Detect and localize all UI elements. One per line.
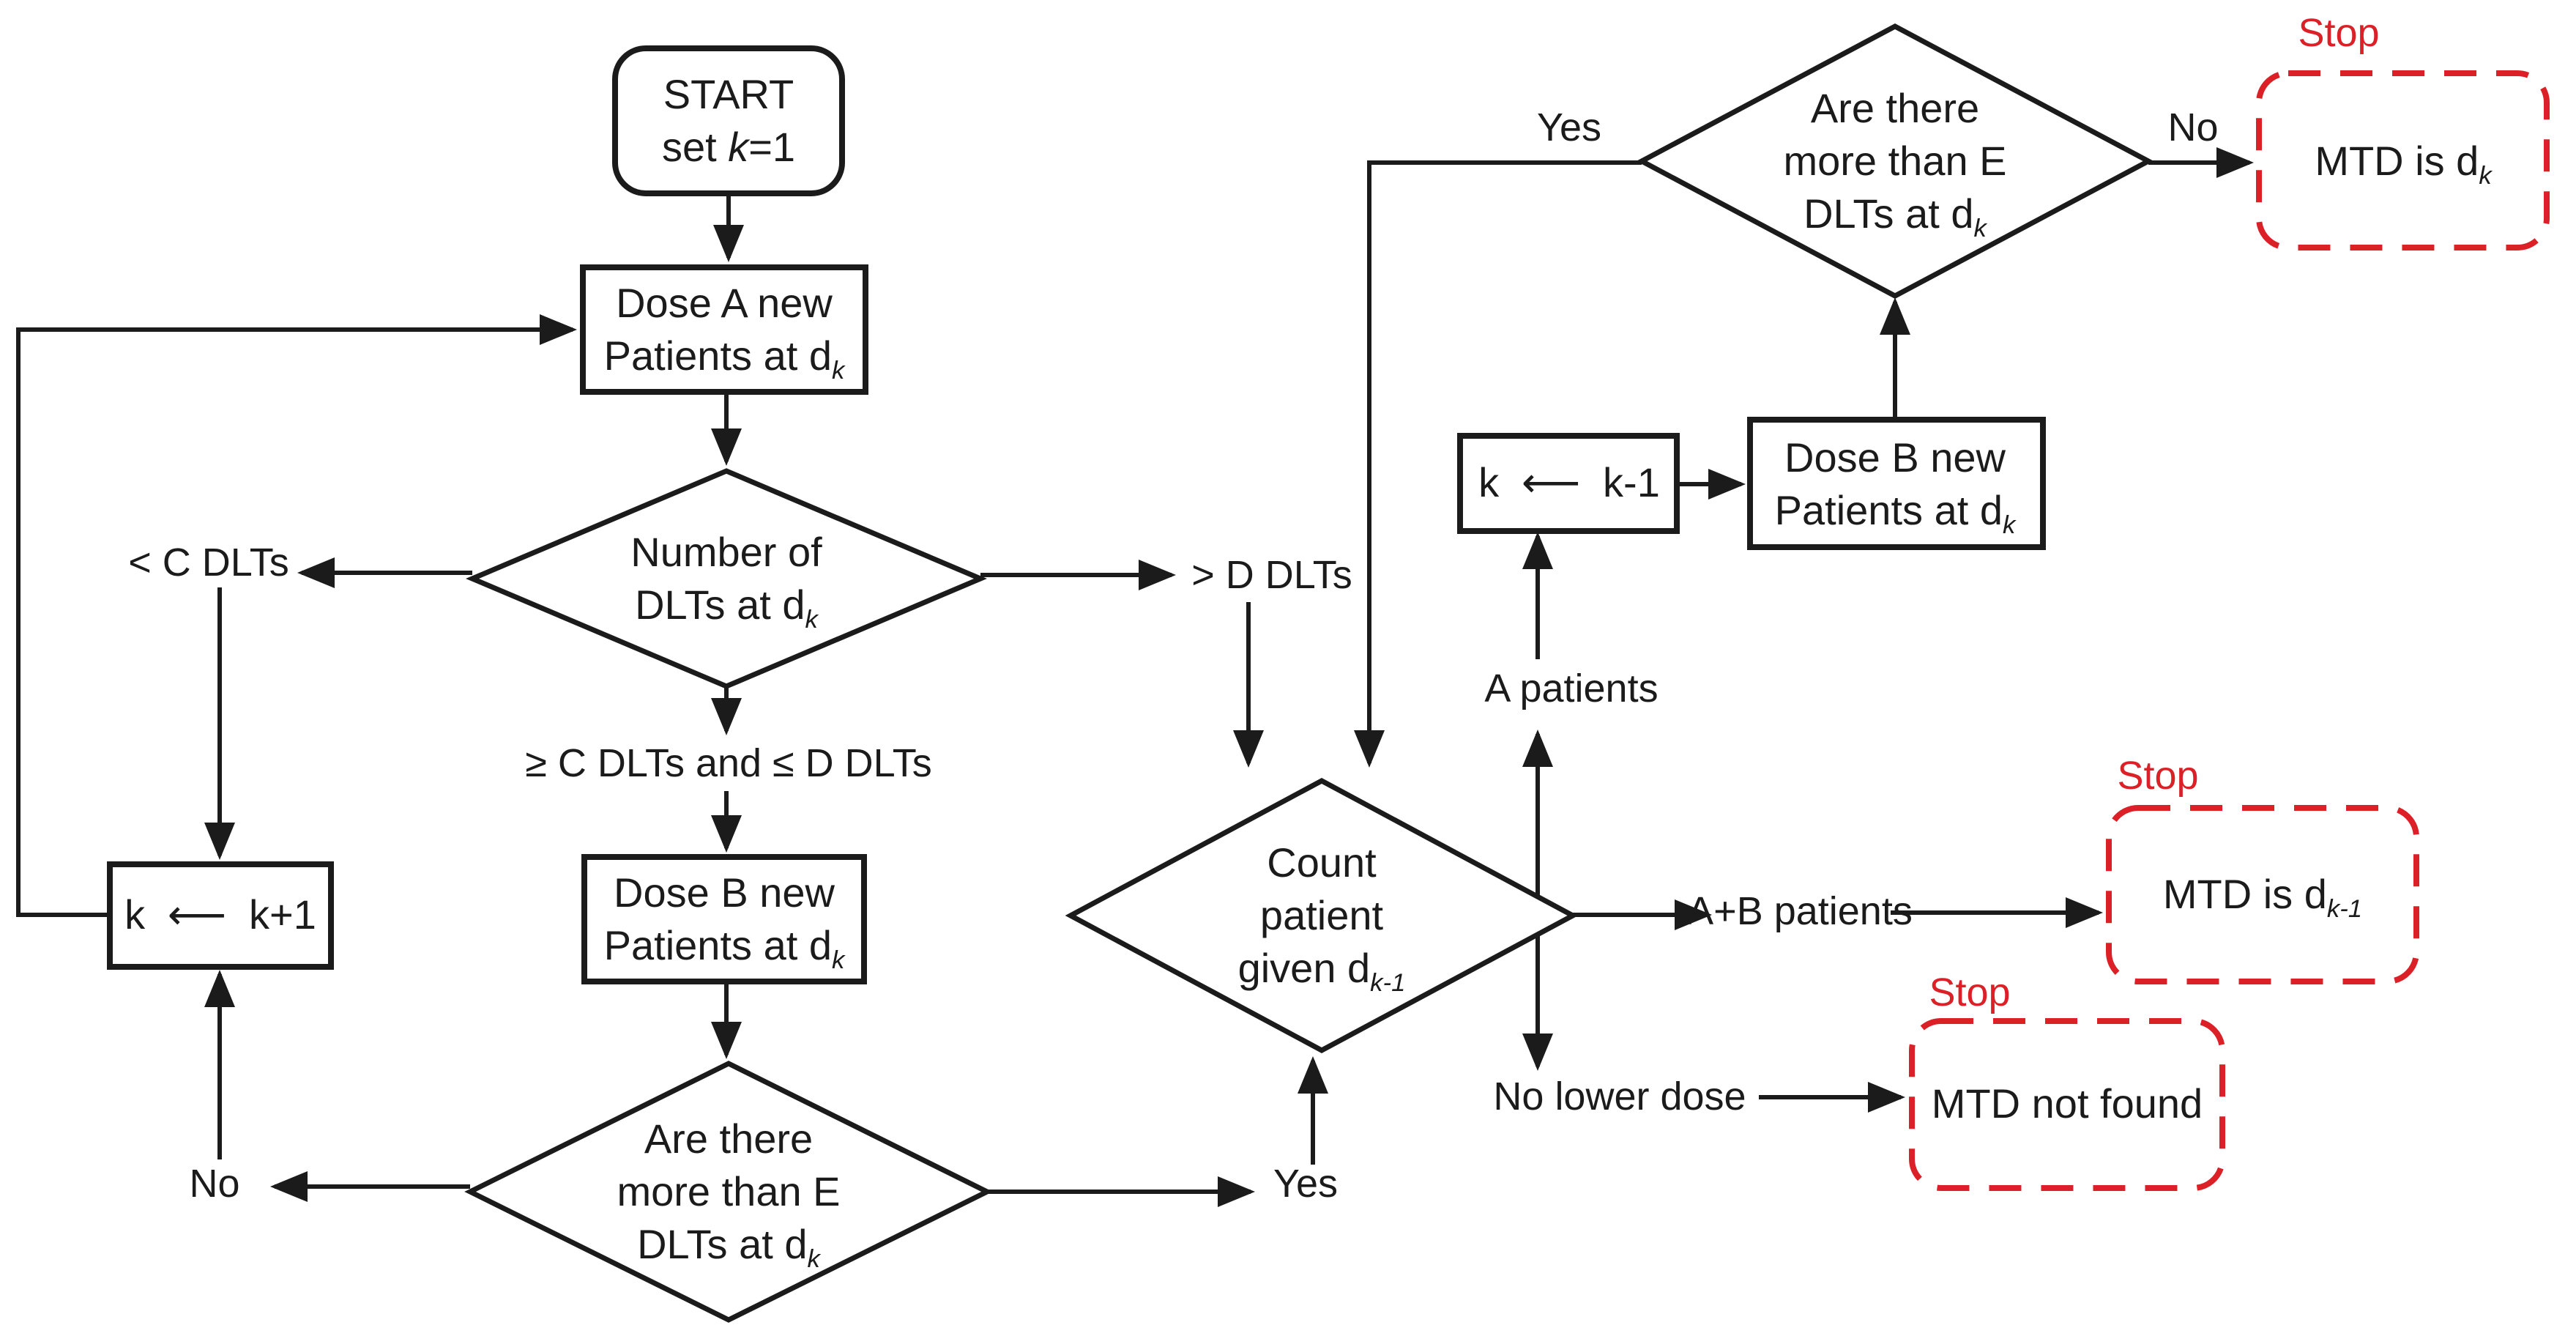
mtd-dk-label: MTD is dk [2315, 138, 2492, 190]
stop-label-middle: Stop [2117, 754, 2199, 798]
decision-e-top-shape [1636, 23, 2154, 299]
start-node-label: START set k=1 [661, 71, 796, 170]
decrement-k-node-shape [1457, 433, 1680, 534]
edge-label-ab-patients: A+B patients [1687, 889, 1913, 933]
dose-b-left-node-label: Dose B new Patients at dk [603, 869, 845, 975]
edge-decision-top-yes-to-count [1354, 160, 1642, 768]
decision-e-bottom-shape [464, 1061, 993, 1323]
mtd-not-found-stop-shape [1909, 1018, 2225, 1191]
decision-dlt-count-shape [466, 468, 987, 689]
decision-e-top-label: Are there more than E DLTs at dk [1783, 85, 2007, 243]
count-patients-shape [1065, 778, 1579, 1053]
dose-b-right-node-label: Dose B new Patients at dk [1774, 434, 2016, 540]
increment-k-node-label: k⟵k+1 [124, 891, 316, 938]
edge-label-lt-c-dlts: < C DLTs [128, 541, 289, 584]
edge-label-no-bottom: No [189, 1162, 240, 1206]
mtd-dk-stop-shape [2256, 70, 2550, 250]
edge-label-no-top: No [2167, 105, 2219, 149]
stop-label-bottom: Stop [1929, 971, 2011, 1014]
edge-increment-loop-to-dose-a [16, 314, 577, 917]
edge-label-no-lower-dose: No lower dose [1493, 1075, 1746, 1118]
mtd-dk1-stop-shape [2106, 805, 2419, 984]
increment-k-node-shape [107, 861, 334, 970]
decrement-k-node-label: k⟵k-1 [1478, 459, 1660, 505]
mtd-not-found-label: MTD not found [1931, 1080, 2203, 1127]
start-node-shape [612, 45, 845, 196]
edge-label-yes-bottom: Yes [1273, 1162, 1339, 1206]
dose-a-node-label: Dose A new Patients at dk [603, 280, 845, 385]
edge-label-gt-d-dlts: > D DLTs [1191, 553, 1352, 597]
dose-b-left-node-shape [581, 854, 867, 984]
decision-e-bottom-label: Are there more than E DLTs at dk [617, 1116, 841, 1274]
edge-label-between-c-d: ≥ C DLTs and ≤ D DLTs [525, 741, 932, 785]
stop-label-top: Stop [2298, 11, 2380, 55]
edge-label-yes-top: Yes [1536, 105, 1602, 149]
edge-label-a-patients: A patients [1484, 667, 1659, 710]
count-patients-label: Count patient given dk-1 [1237, 839, 1406, 998]
mtd-dk1-label: MTD is dk-1 [2162, 871, 2363, 924]
dose-a-node-shape [580, 264, 868, 395]
dose-b-right-node-shape [1747, 417, 2046, 550]
decision-dlt-count-label: Number of DLTs at dk [630, 529, 822, 634]
